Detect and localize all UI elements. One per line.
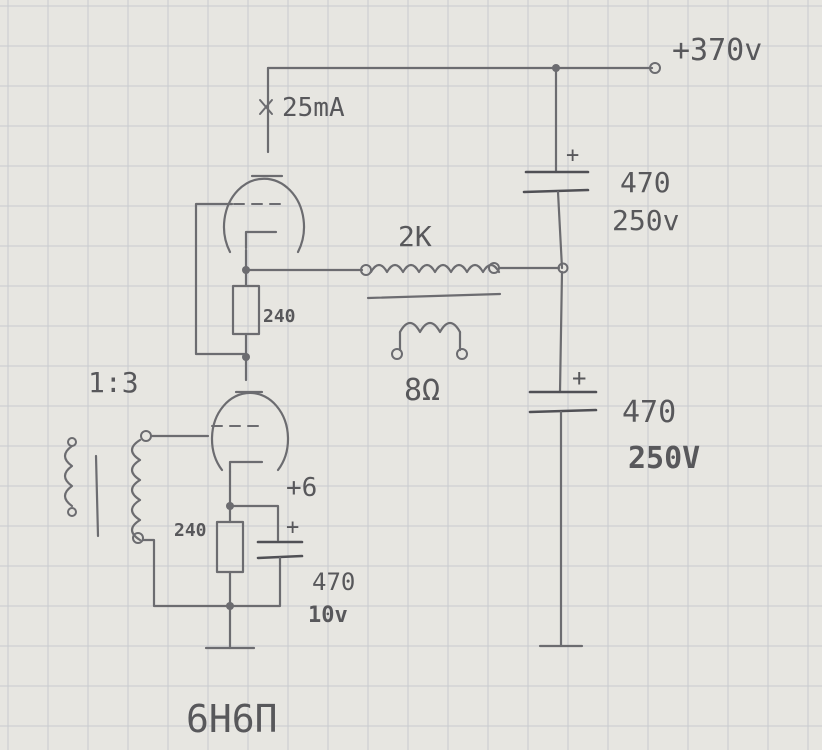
tube-type-label: 6Н6П (186, 697, 278, 741)
plate-current-label: 25mA (282, 93, 345, 123)
transformer-resistance-label: 2K (398, 220, 432, 253)
input-primary-terminal-bottom (67, 507, 77, 517)
cap-top-plate-negative (522, 188, 590, 194)
cathode-cap-voltage-label: 10v (308, 603, 348, 628)
transformer-core (366, 292, 502, 300)
cap-bottom-value-label: 470 (622, 395, 676, 430)
cap-bottom-upper-lead (558, 270, 564, 394)
middle-resistor-label: 240 (263, 306, 296, 327)
ground-junction (226, 602, 234, 610)
cap-bottom-polarity: + (572, 364, 586, 392)
cap-top-lower-lead (556, 190, 564, 270)
cathode-network (204, 504, 304, 650)
supply-rail (259, 62, 661, 154)
middle-node-junction (242, 353, 250, 361)
cap-bottom-voltage-label: 250V (628, 441, 700, 476)
upper-triode-tube (194, 174, 306, 356)
input-transformer-terminal-top (140, 430, 152, 442)
input-primary-winding (63, 444, 74, 508)
upper-tube-cathode (244, 230, 278, 250)
transformer-secondary-winding (398, 321, 462, 334)
supply-terminal (649, 62, 661, 74)
lower-tube-envelope (210, 391, 290, 472)
filter-capacitor-column (522, 66, 598, 648)
bypass-cap-lower-lead (228, 556, 282, 608)
upper-tube-envelope (222, 177, 306, 254)
input-transformer (63, 437, 232, 608)
upper-grid-feedback-wire (194, 202, 248, 356)
output-transformer (244, 262, 561, 360)
bypass-cap-polarity: + (286, 515, 299, 540)
cathode-cap-value-label: 470 (312, 568, 355, 596)
middle-resistor (231, 284, 261, 382)
bypass-cap-upper-lead (228, 504, 280, 542)
transformer-primary-winding (369, 263, 501, 274)
input-ratio-label: 1:3 (88, 366, 139, 399)
speaker-terminal-left (391, 348, 403, 360)
cathode-resistor-label: 240 (174, 520, 207, 541)
lower-triode-tube (140, 390, 290, 524)
cap-top-value-label: 470 (620, 166, 671, 199)
current-measure-mark (259, 99, 273, 115)
speaker-terminal-right (456, 348, 468, 360)
supply-voltage-label: +370v (672, 33, 762, 68)
input-transformer-terminal-bottom (132, 532, 144, 544)
input-primary-terminal-top (67, 437, 77, 447)
cathode-resistor-body (215, 520, 245, 574)
cap-top-voltage-label: 250v (612, 204, 679, 237)
lower-tube-cathode (228, 460, 264, 474)
speaker-impedance-label: 8Ω (404, 373, 440, 408)
middle-resistor-body (231, 284, 261, 336)
input-transformer-core (94, 454, 100, 538)
cap-top-polarity: + (566, 143, 579, 168)
input-secondary-winding (130, 438, 142, 542)
secondary-leads (398, 330, 462, 352)
cap-bottom-plate-negative (528, 408, 598, 414)
input-return-wire (141, 538, 232, 608)
cathode-voltage-label: +6 (286, 473, 317, 503)
